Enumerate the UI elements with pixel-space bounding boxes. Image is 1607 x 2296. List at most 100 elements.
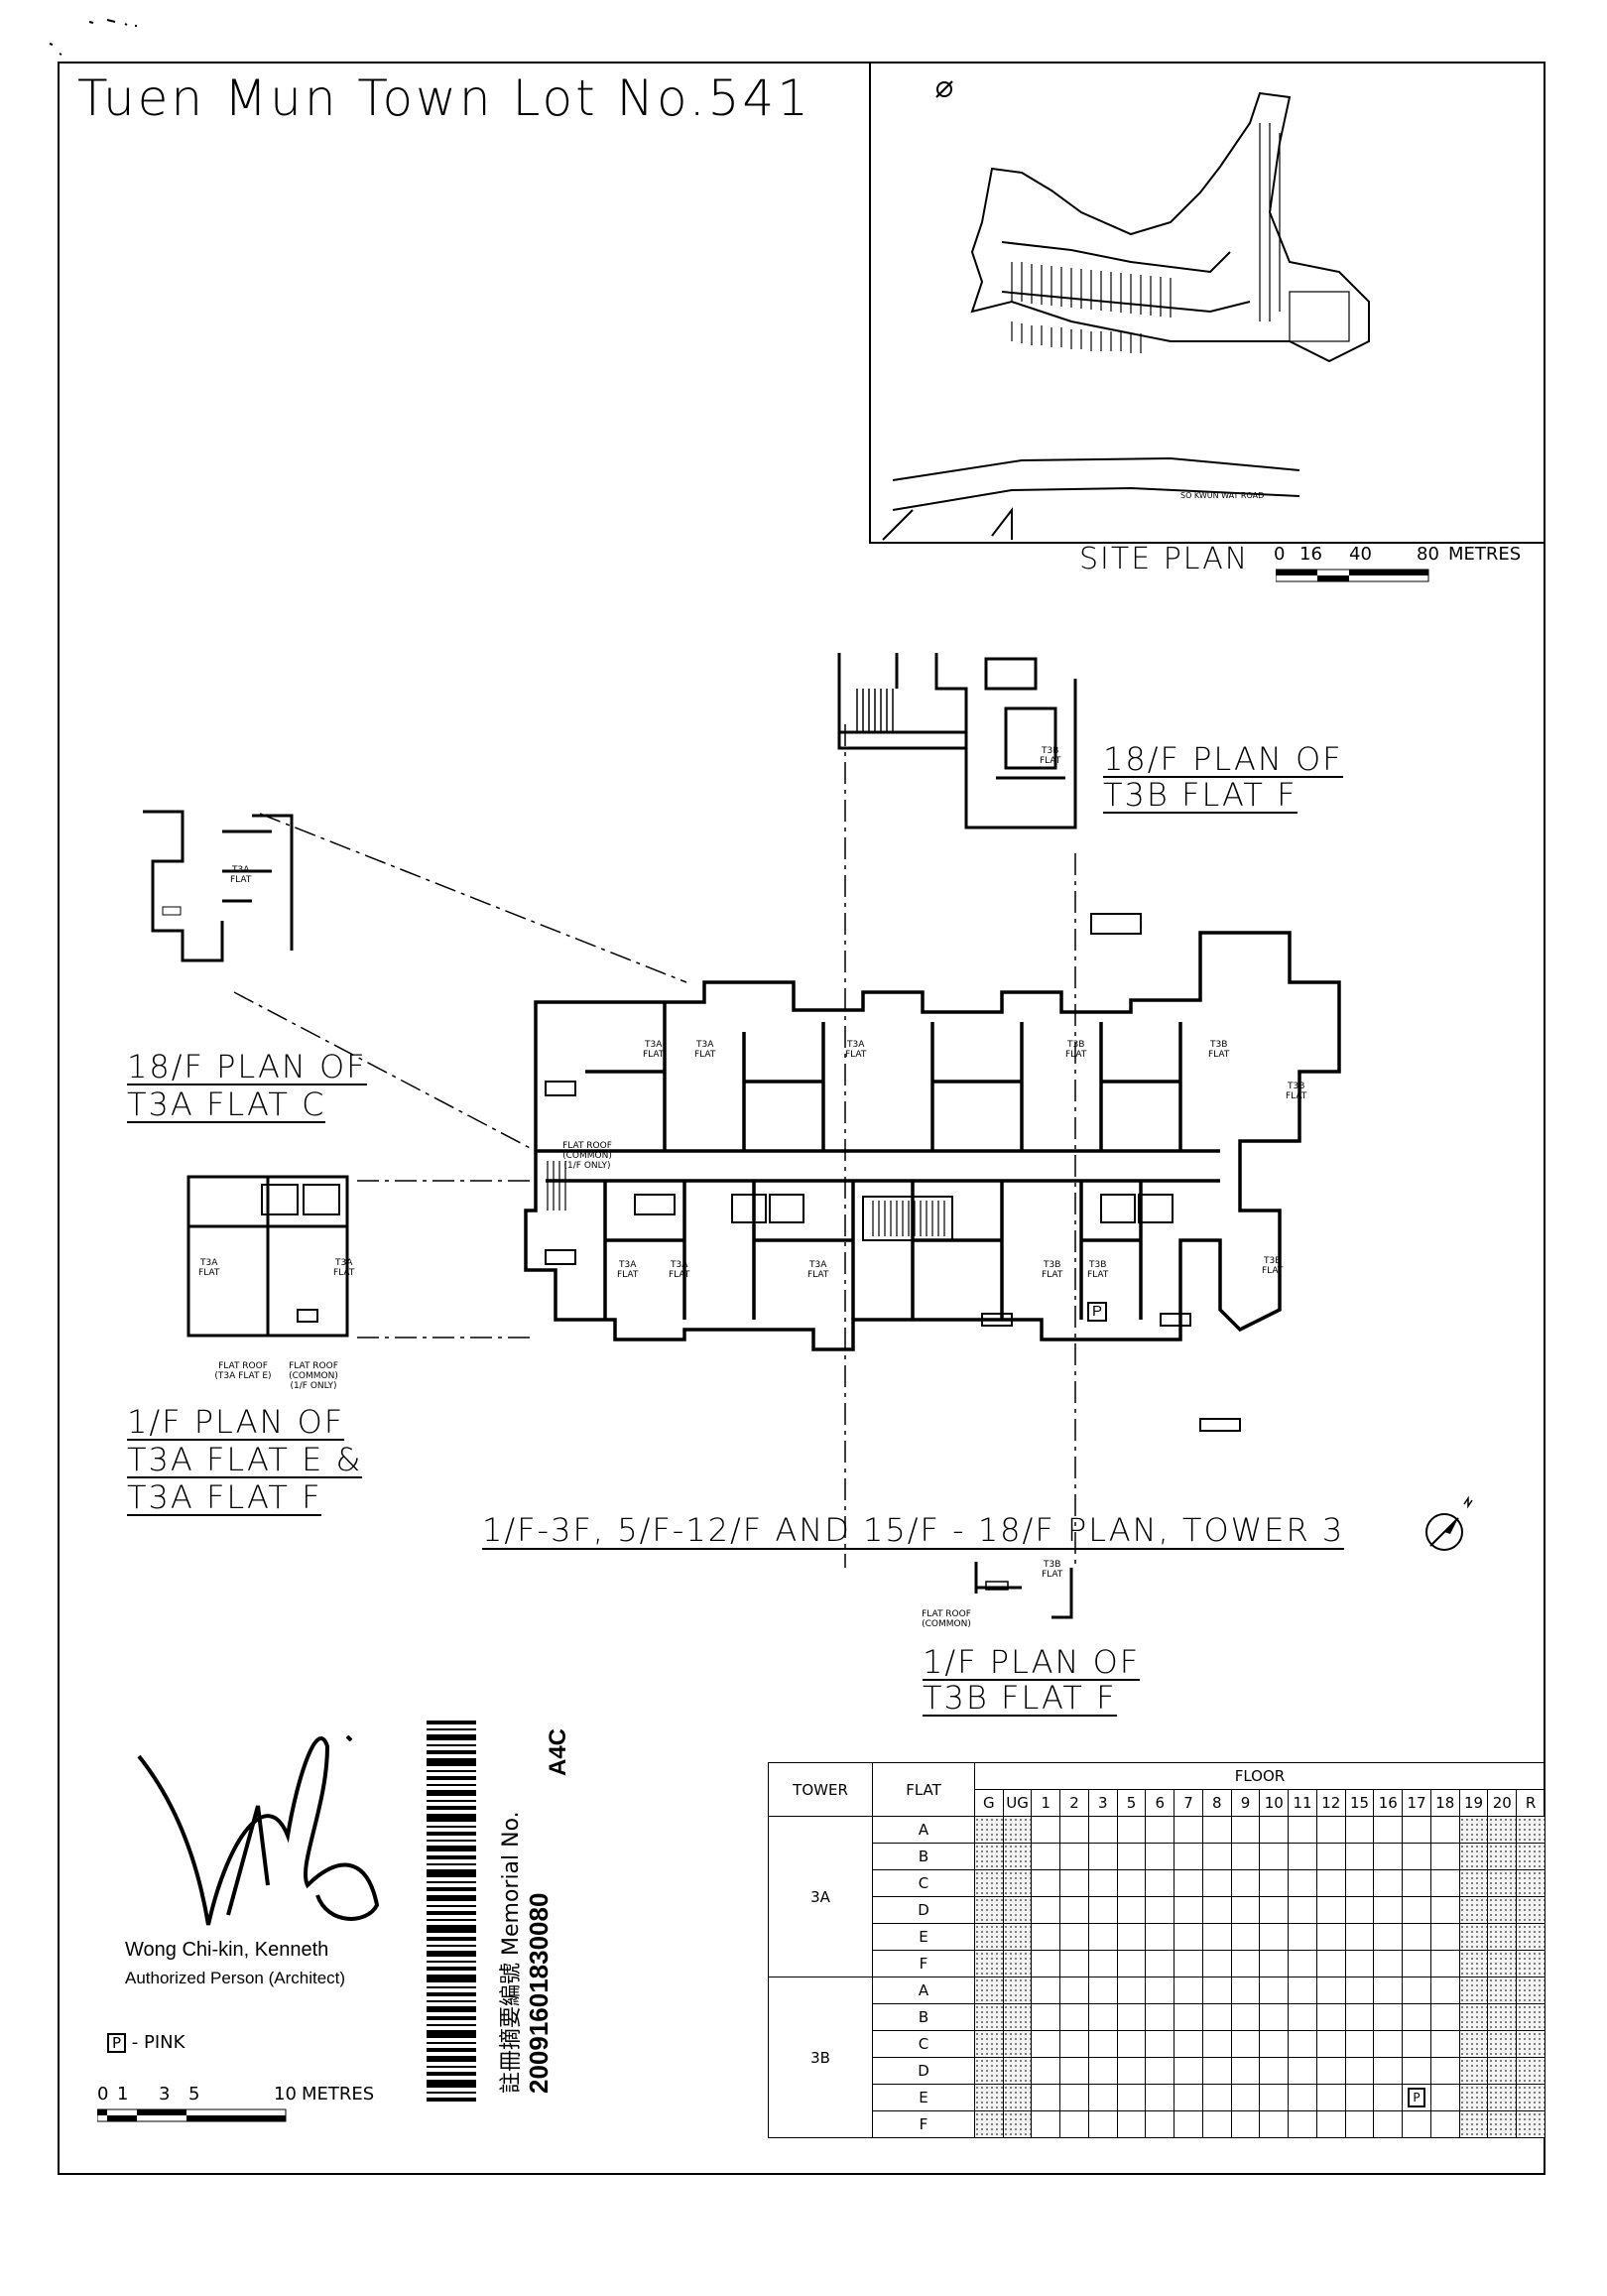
- floor-cell: [1402, 1950, 1431, 1977]
- floor-cell: [1087, 1896, 1118, 1924]
- t3a-18f-label-1: 18/F PLAN OF: [127, 1048, 367, 1085]
- floor-cell: [1373, 1896, 1404, 1924]
- drawing-frame: [58, 62, 1545, 2175]
- floor-cell: [1429, 2057, 1460, 2085]
- floor-label: 20: [1487, 1789, 1518, 1817]
- table-row: B: [769, 2003, 1545, 2031]
- floor-label: 17: [1402, 1789, 1431, 1817]
- floor-cell: [1116, 1923, 1147, 1951]
- floor-cell: [1487, 2003, 1518, 2031]
- floor-cell: [1315, 1923, 1346, 1951]
- floor-cell: [1230, 1923, 1261, 1951]
- memorial-code: A4C: [545, 1728, 569, 1776]
- floor-cell: [1402, 1869, 1431, 1897]
- floor-cell: [1174, 1843, 1203, 1870]
- floor-label: 5: [1116, 1789, 1147, 1817]
- floor-cell: [1002, 1923, 1033, 1951]
- floor-cell: [1087, 2084, 1118, 2111]
- floor-cell: [1487, 2057, 1518, 2085]
- floor-label: 9: [1230, 1789, 1261, 1817]
- floor-cell: [1174, 1816, 1203, 1844]
- floor-cell: [1059, 1843, 1089, 1870]
- floor-cell: [1116, 1896, 1147, 1924]
- floor-cell: [1344, 2110, 1375, 2138]
- floor-cell: [1087, 2110, 1118, 2138]
- floor-label: 16: [1373, 1789, 1404, 1817]
- flat-cell: C: [872, 2030, 975, 2058]
- floor-cell: [1230, 1977, 1261, 2004]
- floor-cell: [1201, 2003, 1232, 2031]
- flat-cell: B: [872, 1843, 975, 1870]
- floor-cell: [1201, 2110, 1232, 2138]
- floor-cell: [1116, 1816, 1147, 1844]
- floor-cell: [1230, 1896, 1261, 1924]
- floor-cell: [1002, 1869, 1033, 1897]
- floor-cell: [1002, 1950, 1033, 1977]
- floor-cell: [1402, 2110, 1431, 2138]
- floor-cell: [1458, 1843, 1489, 1870]
- site-scale-tick-80: 80: [1417, 544, 1439, 565]
- site-scale-tick-40: 40: [1349, 544, 1372, 565]
- floor-cell: [1145, 2110, 1175, 2138]
- floor-cell: [1402, 2030, 1431, 2058]
- floor-cell: [1259, 2084, 1290, 2111]
- floor-cell: [1145, 1923, 1175, 1951]
- floor-cell: [1031, 2084, 1061, 2111]
- floor-cell: [973, 2030, 1004, 2058]
- floor-cell: [1201, 1843, 1232, 1870]
- floor-cell: [1031, 1923, 1061, 1951]
- floor-cell: [1031, 1816, 1061, 1844]
- legend: P - PINK: [107, 2032, 185, 2053]
- floor-cell: [1145, 1869, 1175, 1897]
- floor-cell: [1373, 1950, 1404, 1977]
- floor-label: 6: [1145, 1789, 1175, 1817]
- floor-cell: [1174, 2003, 1203, 2031]
- floor-cell: [1429, 1843, 1460, 1870]
- site-plan-label: SITE PLAN: [1079, 542, 1250, 576]
- floor-cell: [1087, 2030, 1118, 2058]
- floor-cell: [1487, 1843, 1518, 1870]
- floor-cell: [1087, 1869, 1118, 1897]
- floor-cell: [1344, 1816, 1375, 1844]
- floor-cell: [1344, 2057, 1375, 2085]
- floor-cell: [1315, 1977, 1346, 2004]
- t3b-1f-label-1: 1/F PLAN OF: [923, 1643, 1141, 1681]
- signatory-role: Authorized Person (Architect): [125, 1969, 346, 1987]
- floor-cell: [973, 1869, 1004, 1897]
- floor-cell: [973, 1896, 1004, 1924]
- floor-cell: [1315, 1950, 1346, 1977]
- floor-cell: [1487, 2084, 1518, 2111]
- floor-cell: [1429, 1950, 1460, 1977]
- floor-cell: [1288, 1869, 1317, 1897]
- floor-cell: [1002, 2110, 1033, 2138]
- floor-cell: [1059, 1977, 1089, 2004]
- floor-cell: [1487, 2110, 1518, 2138]
- floor-cell: [1344, 2084, 1375, 2111]
- floor-cell: [1002, 1843, 1033, 1870]
- floor-cell: [1116, 1843, 1147, 1870]
- floor-cell: [1516, 2030, 1545, 2058]
- floor-cell: [1458, 2057, 1489, 2085]
- t3a-1f-label-3: T3A FLAT F: [127, 1478, 322, 1516]
- floor-label: 3: [1087, 1789, 1118, 1817]
- floor-cell: [1145, 2084, 1175, 2111]
- floor-cell: [1315, 2003, 1346, 2031]
- floor-label: 1: [1031, 1789, 1061, 1817]
- site-scale-bar: [1276, 569, 1429, 582]
- floor-cell: [1458, 1923, 1489, 1951]
- floor-cell: [1031, 1843, 1061, 1870]
- floor-cell: [1059, 1816, 1089, 1844]
- floor-label: 18: [1429, 1789, 1460, 1817]
- floor-cell: [1516, 1950, 1545, 1977]
- floor-cell: [973, 2003, 1004, 2031]
- floor-cell: [1059, 2003, 1089, 2031]
- floor-cell: [1230, 1869, 1261, 1897]
- floor-cell: [1516, 1843, 1545, 1870]
